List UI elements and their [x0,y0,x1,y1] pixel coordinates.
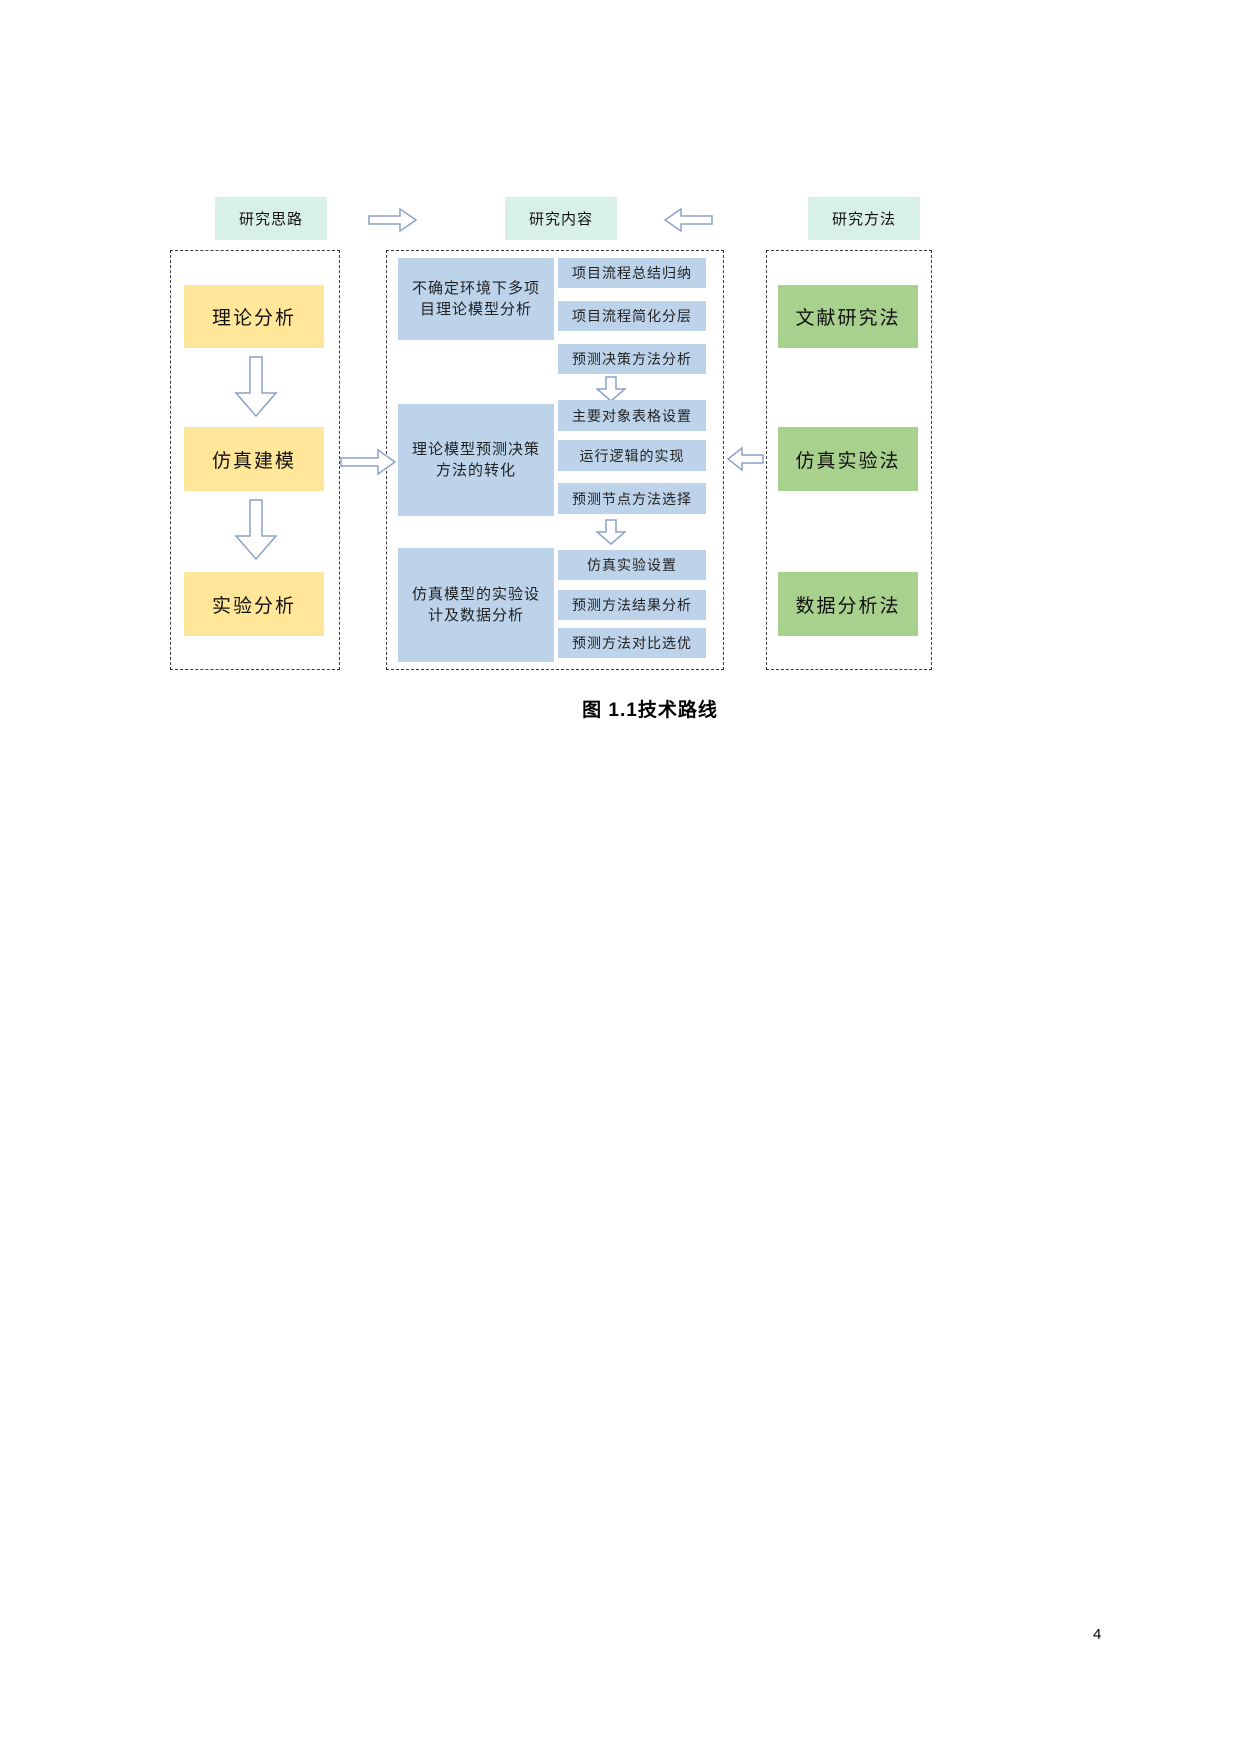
arrow-right-icon [340,447,397,477]
page-number: 4 [1093,1626,1102,1643]
arrow-down-icon [596,376,626,403]
arrow-down-icon [234,499,278,561]
header-research-method: 研究方法 [808,197,920,240]
figure-caption: 图 1.1技术路线 [582,699,718,721]
middle-item-process-summary: 项目流程总结归纳 [558,258,706,288]
arrow-down-icon [596,519,626,546]
middle-item-method-comparison-optimization: 预测方法对比选优 [558,628,706,658]
middle-main-theory-model-analysis: 不确定环境下多项目理论模型分析 [398,258,554,340]
header-research-content: 研究内容 [505,197,617,240]
middle-main-method-transformation: 理论模型预测决策方法的转化 [398,404,554,516]
arrow-left-icon [726,446,764,472]
middle-item-process-layering: 项目流程简化分层 [558,301,706,331]
middle-item-object-table-setup: 主要对象表格设置 [558,400,706,431]
arrow-left-icon [663,206,713,234]
left-box-theory-analysis: 理论分析 [184,285,324,348]
middle-item-simulation-experiment-setup: 仿真实验设置 [558,550,706,580]
right-box-simulation-experiment-method: 仿真实验法 [778,427,918,491]
middle-main-experiment-design-data-analysis: 仿真模型的实验设计及数据分析 [398,548,554,662]
left-box-experiment-analysis: 实验分析 [184,572,324,636]
middle-item-decision-method-analysis: 预测决策方法分析 [558,344,706,374]
header-research-approach: 研究思路 [215,197,327,240]
arrow-down-icon [234,356,278,418]
middle-item-method-result-analysis: 预测方法结果分析 [558,590,706,620]
middle-item-logic-implementation: 运行逻辑的实现 [558,440,706,471]
middle-item-node-method-selection: 预测节点方法选择 [558,483,706,514]
right-box-data-analysis-method: 数据分析法 [778,572,918,636]
left-box-simulation-modeling: 仿真建模 [184,427,324,491]
research-approach-panel [170,250,340,670]
research-method-panel [766,250,932,670]
arrow-right-icon [368,206,418,234]
right-box-literature-research-method: 文献研究法 [778,285,918,348]
